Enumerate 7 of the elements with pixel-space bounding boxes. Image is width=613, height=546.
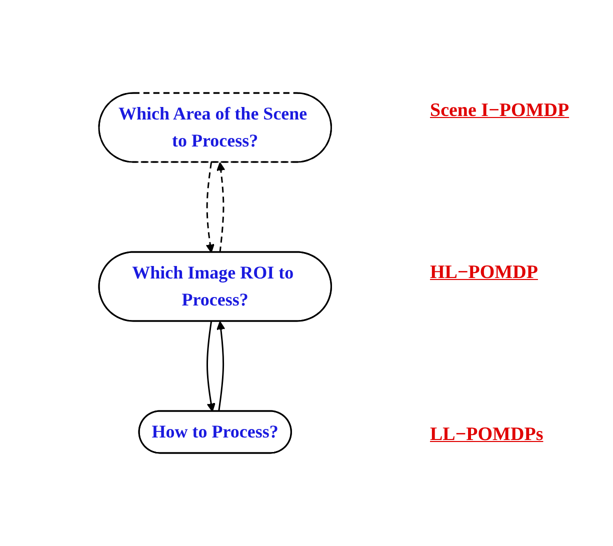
arrow xyxy=(216,162,226,253)
level-label: HL−POMDP xyxy=(430,262,538,284)
arrow xyxy=(206,162,214,253)
arrow xyxy=(206,321,216,412)
level-label: Scene I−POMDP xyxy=(430,100,570,122)
arrow xyxy=(216,321,226,412)
level-label: LL−POMDPs xyxy=(430,424,544,446)
